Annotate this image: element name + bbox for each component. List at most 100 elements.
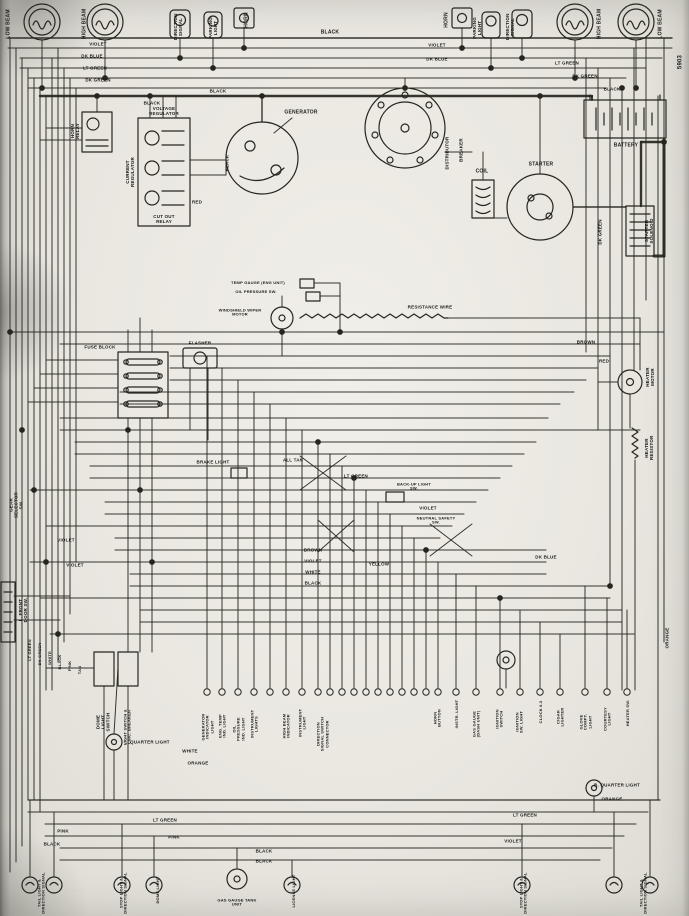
heater-motor-symbol: [617, 369, 643, 395]
label-wire-pink-lower-left: PINK: [66, 660, 72, 672]
label-clock: CLOCK 6.3: [537, 700, 543, 724]
starter-solenoid-symbol: [625, 205, 655, 257]
label-sheet-number: 5903: [677, 54, 684, 70]
label-backup-light-sw: BACK-UP LIGHT SW.: [396, 481, 432, 491]
label-high-beam-right: HIGH BEAM: [596, 8, 603, 40]
label-wire-black-bottom3: BLACK: [255, 858, 273, 864]
label-coil: COIL: [475, 168, 489, 175]
label-wire-violet-top-left: VIOLET: [89, 41, 107, 47]
label-wire-dk-blue-top-right: DK BLUE: [426, 56, 448, 62]
label-eng-temp-ind-light: ENG. TEMP IND. LIGHT: [217, 714, 227, 738]
label-license-light: LICENSE LIGHT: [290, 874, 296, 908]
label-wire-dk-green-top-left: DK GREEN: [85, 77, 111, 83]
label-ignition-sw-light: IGNITION SW. LIGHT: [514, 710, 524, 734]
direction-signal-lamp-right: [511, 9, 533, 39]
voltage-regulator-symbol: [137, 117, 191, 227]
label-generator: GENERATOR: [284, 109, 318, 116]
label-resistance-wire: RESISTANCE WIRE: [407, 304, 453, 310]
label-wire-white-center: WHITE: [305, 569, 321, 575]
label-wire-lt-green-lower-left: LT GREEN: [26, 639, 32, 661]
label-oil-pressure-ind-light: OIL PRESSURE IND. LIGHT: [231, 717, 246, 741]
battery-symbol: [583, 94, 667, 139]
label-wire-violet-bottom: VIOLET: [504, 838, 522, 844]
label-wire-red-right: RED: [598, 358, 610, 364]
headlamp-high-beam-right: [556, 3, 594, 41]
label-gen-indicator-light: GENERATOR INDICATOR LIGHT: [200, 713, 215, 741]
parking-lamp-right: [481, 11, 501, 39]
gas-gauge-dash-symbol: [496, 650, 516, 670]
tail-lamp-right-2: [641, 876, 659, 894]
label-wire-orange-quarter: ORANGE: [187, 760, 209, 766]
left-front-door-switch-symbol: [0, 581, 16, 643]
heater-resistor-symbol: [631, 427, 639, 459]
label-wire-tan-lower-left: TAN: [76, 665, 82, 675]
label-current-regulator: CURRENT REGULATOR: [125, 157, 135, 187]
oil-pressure-switch-symbol: [305, 291, 321, 302]
label-wire-violet-left1: VIOLET: [57, 537, 75, 543]
label-wire-lt-green-bottom2: LT GREEN: [512, 812, 538, 818]
junction-dots: [7, 45, 667, 637]
label-starter-solenoid: STARTER SOLENOID: [644, 218, 654, 244]
label-windshield-wiper-motor: WINDSHIELD WIPER MOTOR: [218, 307, 262, 317]
label-wire-orange-right-edge: ORANGE: [664, 627, 670, 649]
label-horn-left: HORN: [243, 12, 250, 28]
label-starter: STARTER: [528, 161, 554, 168]
label-high-beam-indicator: HIGH BEAM INDICATOR: [281, 713, 291, 739]
label-tail-dir-signal-right: TAIL LIGHT & DIRECTION SIGNAL: [638, 872, 648, 914]
gas-gauge-tank-symbol: [226, 868, 248, 890]
label-wire-brown-center: BROWN: [303, 547, 323, 553]
dome-lamp: [145, 876, 163, 894]
horn-right-symbol: [451, 7, 473, 29]
connector-terminals: [203, 688, 631, 696]
label-wire-pink-bottom2: PINK: [168, 834, 180, 840]
right-quarter-light-symbol: [585, 779, 603, 797]
label-wire-white-lower-left: WHITE: [46, 651, 52, 665]
label-wire-lt-green-bottom1: LT GREEN: [152, 817, 178, 823]
horn-relay-symbol: [81, 111, 113, 153]
label-glove-compt-light: GLOVE COMPT. LIGHT: [578, 713, 593, 731]
label-dome-light: DOME LIGHT: [154, 876, 160, 904]
label-wire-dk-green-lower-left: DK GREEN: [36, 642, 42, 666]
label-voltage-regulator: VOLTAGE REGULATOR: [149, 106, 179, 116]
label-gas-gauge-tank-unit: GAS GAUGE TANK UNIT: [217, 897, 257, 907]
wire-network: [7, 27, 673, 877]
direction-signal-lamp-left: [169, 9, 191, 39]
label-ignition-switch: IGNITION SWITCH: [494, 709, 504, 729]
tail-lamp-left-2: [45, 876, 63, 894]
label-heater-motor: HEATER MOTOR: [645, 367, 655, 387]
label-low-beam-right: LOW BEAM: [657, 9, 664, 39]
label-fuse-block: FUSE BLOCK: [84, 344, 116, 350]
label-wire-black-generator: BLACK: [224, 154, 230, 172]
label-wire-brown-right: BROWN: [576, 339, 596, 345]
label-wire-violet-left2: VIOLET: [66, 562, 84, 568]
label-wire-lt-green-top-right: LT GREEN: [554, 60, 580, 66]
starter-symbol: [506, 173, 574, 241]
dome-light-switch-symbol: [93, 651, 115, 687]
flasher-symbol: [182, 347, 218, 369]
label-gear-selector-sw: GEAR SELECTOR SW.: [8, 491, 24, 519]
label-instrument-light: INSTRUMENT LIGHT: [297, 708, 307, 737]
label-wire-violet-center: VIOLET: [304, 558, 322, 564]
label-cutout-relay: CUT OUT RELAY: [153, 214, 175, 224]
label-battery: BATTERY: [613, 142, 639, 149]
label-brake-light: BRAKE LIGHT: [196, 459, 230, 465]
label-l-front-door-sw: L. FRONT DOOR SW.: [18, 597, 28, 623]
label-wire-red-regulator: RED: [191, 199, 203, 205]
tail-lamp-left-1: [21, 876, 39, 894]
label-cigar-lighter: CIGAR LIGHTER: [555, 707, 565, 727]
label-wire-black-center: BLACK: [304, 580, 322, 586]
label-instrument-lights: INSTRUMENT LIGHTS: [249, 709, 259, 738]
label-wire-dk-green-top-right: DK GREEN: [572, 73, 598, 79]
label-low-beam-left: LOW BEAM: [5, 9, 12, 39]
label-breaker: BREAKER: [458, 138, 464, 162]
label-all-tan: ALL TAN: [282, 457, 304, 463]
brake-light-switch-symbol: [230, 467, 248, 479]
ignition-coil-symbol: [471, 179, 495, 219]
resistance-wire-symbol: [299, 313, 449, 319]
license-lamp: [283, 876, 301, 894]
left-quarter-light-symbol: [105, 733, 123, 751]
label-wire-orange-rq: ORANGE: [601, 796, 623, 802]
